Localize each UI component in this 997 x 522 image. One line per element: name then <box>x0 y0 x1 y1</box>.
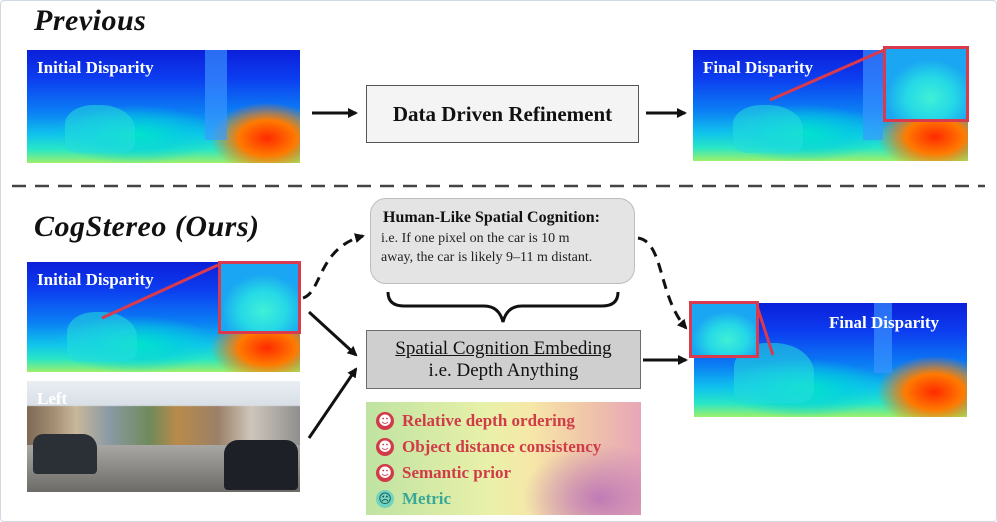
left-rgb-image: Left <box>27 381 300 492</box>
ours-final-zoom-inset <box>689 301 759 358</box>
previous-initial-disparity-label: Initial Disparity <box>37 58 154 77</box>
property-list: ☻ Relative depth ordering ☻ Object distance… <box>376 408 641 512</box>
spatial-cognition-embedding-box: Spatial Cognition Embeding i.e. Depth An… <box>366 330 641 389</box>
smiley-face-icon: ☻ <box>376 438 394 456</box>
cognition-line-1: i.e. If one pixel on the car is 10 m <box>381 231 570 246</box>
ours-final-disparity-image: Final Disparity <box>694 303 967 417</box>
previous-title: Previous <box>34 4 147 37</box>
property-item: ☻ Relative depth ordering <box>376 408 641 434</box>
previous-final-zoom-inset <box>883 46 969 122</box>
left-image-label: Left <box>37 389 68 408</box>
property-item: ☻ Object distance consistency <box>376 434 641 460</box>
data-driven-refinement-label: Data Driven Refinement <box>392 101 613 126</box>
ours-initial-zoom-inset <box>218 261 301 334</box>
ours-initial-disparity-label: Initial Disparity <box>37 270 154 289</box>
embedding-subtitle: i.e. Depth Anything <box>428 359 579 381</box>
previous-final-disparity-label: Final Disparity <box>703 58 814 77</box>
property-label: Metric <box>402 489 452 508</box>
property-item: ☻ Semantic prior <box>376 460 641 486</box>
embedding-title: Spatial Cognition Embeding <box>395 337 612 359</box>
cogstereo-title: CogStereo (Ours) <box>34 210 260 243</box>
cognition-line-2: away, the car is likely 9–11 m distant. <box>381 250 593 265</box>
smiley-face-icon: ☻ <box>376 412 394 430</box>
neutral-face-icon: ☹ <box>376 490 394 508</box>
property-label: Relative depth ordering <box>402 411 575 430</box>
data-driven-refinement-box: Data Driven Refinement <box>366 85 639 143</box>
ours-final-disparity-label: Final Disparity <box>829 313 940 332</box>
property-label: Semantic prior <box>402 463 512 482</box>
depth-anything-properties-panel: ☻ Relative depth ordering ☻ Object distance… <box>366 402 641 515</box>
previous-initial-disparity-image: Initial Disparity <box>27 50 300 163</box>
property-label: Object distance consistency <box>402 437 602 456</box>
cognition-heading: Human-Like Spatial Cognition: <box>383 209 600 226</box>
property-item: ☹ Metric <box>376 486 641 512</box>
spatial-cognition-bubble: Human-Like Spatial Cognition: i.e. If on… <box>370 198 635 284</box>
smiley-face-icon: ☻ <box>376 464 394 482</box>
